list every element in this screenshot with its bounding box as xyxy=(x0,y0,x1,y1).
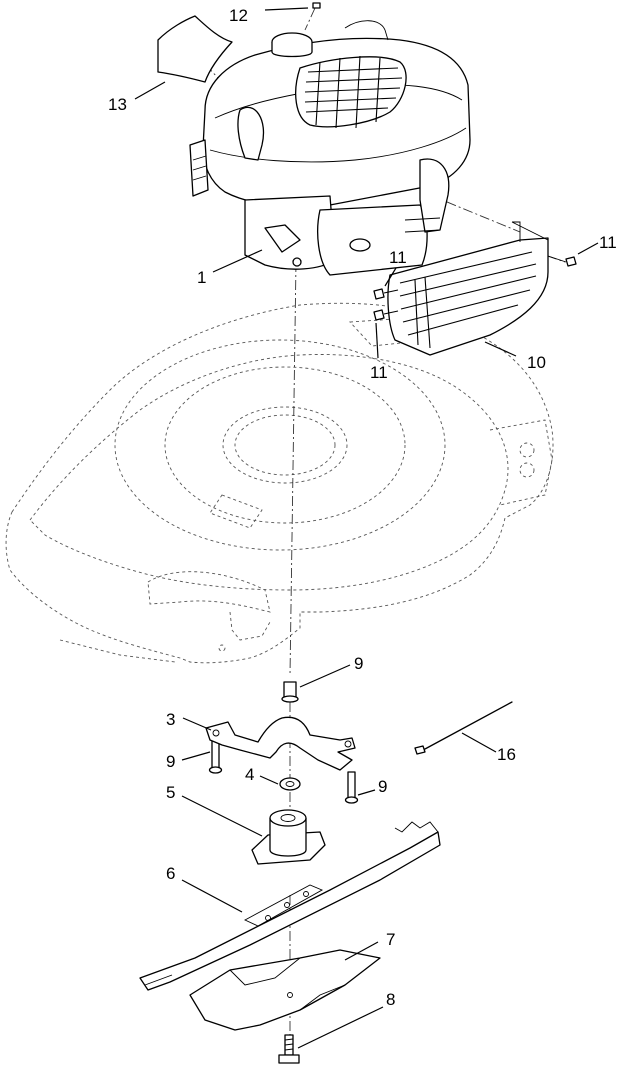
callout-12: 12 xyxy=(229,6,248,25)
callout-11-top: 11 xyxy=(389,248,407,267)
callout-5: 5 xyxy=(166,783,175,802)
callout-9-left: 9 xyxy=(166,752,175,771)
part-16-cable-tie xyxy=(414,701,513,755)
part-10-shield xyxy=(387,221,549,356)
callout-4: 4 xyxy=(245,765,254,784)
callout-1: 1 xyxy=(197,268,206,287)
mower-deck xyxy=(5,302,554,664)
callout-11-right: 11 xyxy=(599,233,617,252)
callout-3: 3 xyxy=(166,710,175,729)
callout-9-top: 9 xyxy=(354,654,363,673)
part-6-blade xyxy=(139,821,441,991)
callout-6: 6 xyxy=(166,864,175,883)
part-7-lower-blade xyxy=(189,949,381,1031)
callout-13: 13 xyxy=(108,95,127,114)
callout-16: 16 xyxy=(497,745,516,764)
callout-labels: 12 13 1 11 11 11 10 9 3 9 4 9 5 16 6 7 8 xyxy=(108,6,617,1009)
part-13-decal xyxy=(157,15,233,83)
part-9-bolts xyxy=(208,681,359,804)
part-11-bolts xyxy=(373,255,577,321)
part-3-bracket xyxy=(205,716,356,771)
part-12-screw xyxy=(312,2,321,9)
callout-11-bottom: 11 xyxy=(370,363,388,382)
engine xyxy=(189,20,471,276)
callout-10: 10 xyxy=(527,353,546,372)
part-5-adapter xyxy=(251,809,326,865)
part-4-washer xyxy=(279,777,301,791)
callout-8: 8 xyxy=(386,990,395,1009)
leader-lines xyxy=(134,7,599,1049)
callout-7: 7 xyxy=(386,930,395,949)
callout-9-right: 9 xyxy=(378,777,387,796)
part-8-blade-bolt xyxy=(278,1034,300,1064)
